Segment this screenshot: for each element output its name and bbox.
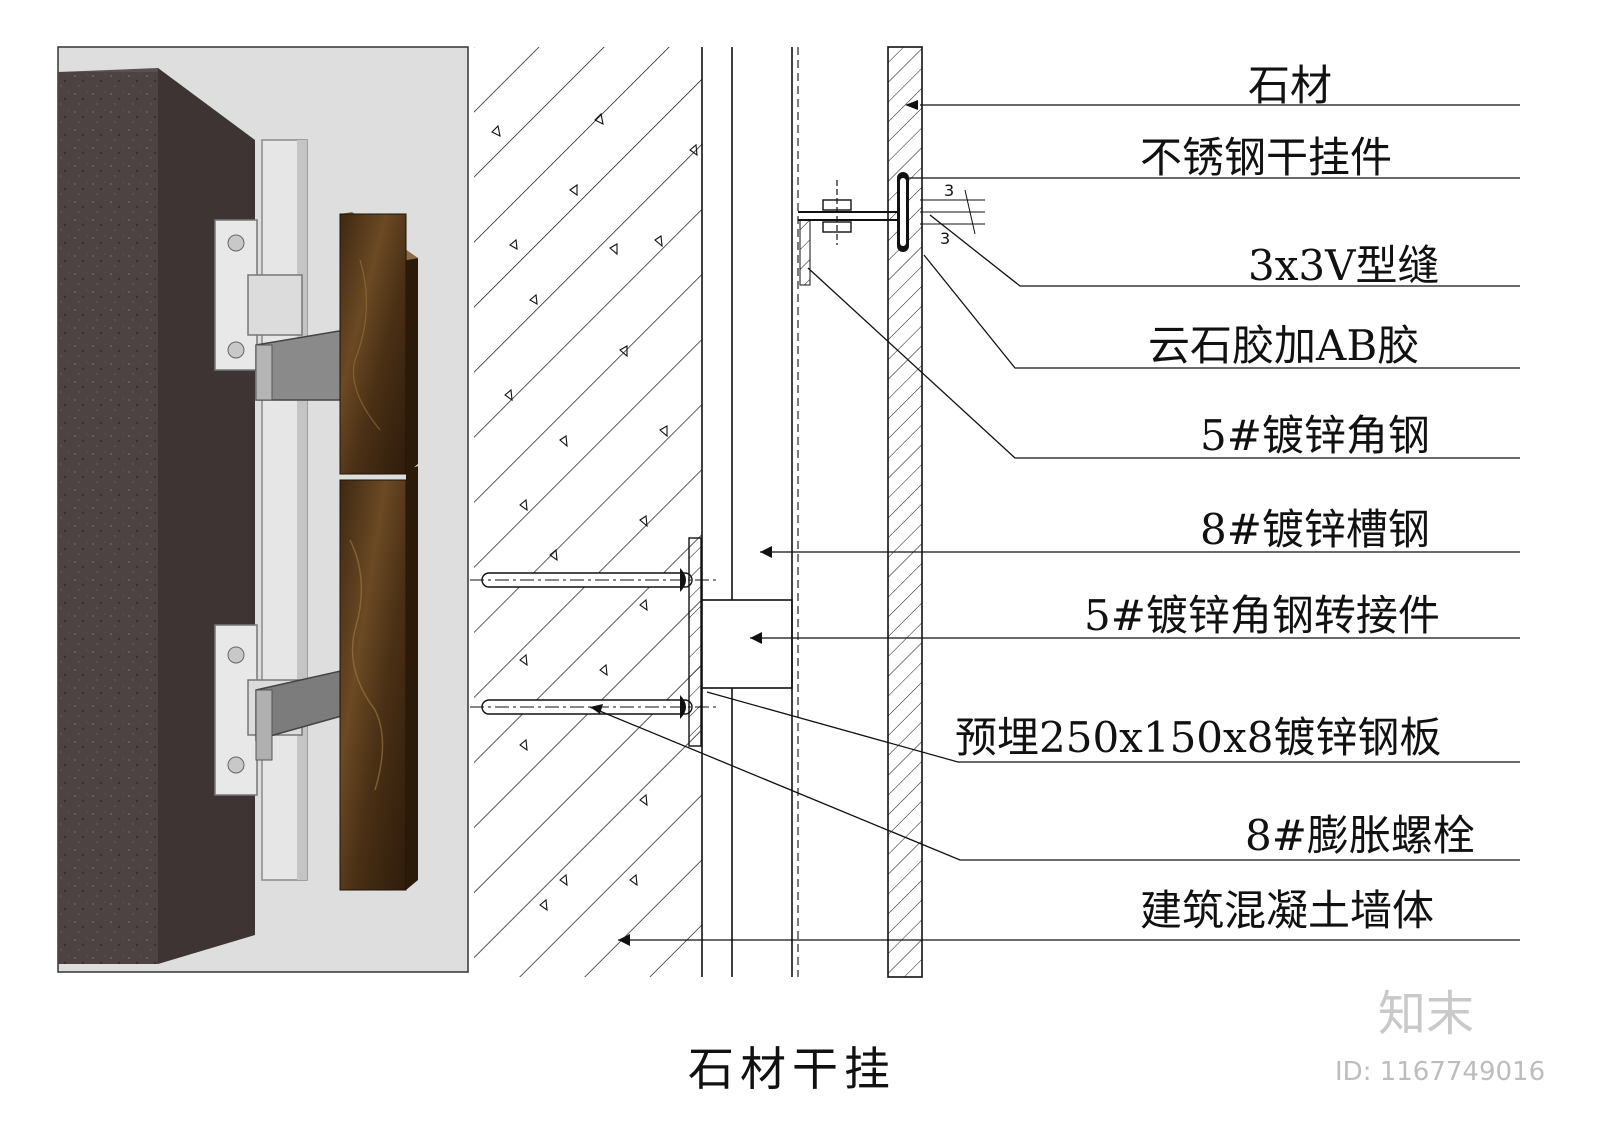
concrete-wall-section (474, 47, 702, 977)
label-expansion-bolt: 8#膨胀螺栓 (1245, 811, 1475, 860)
diagram-title: 石材干挂 (688, 1042, 896, 1096)
label-stone: 石材 (1248, 61, 1332, 110)
angle-adapter-section (701, 599, 793, 689)
dimension-mark-1: 3 (944, 181, 954, 200)
stainless-hanger-section (798, 172, 909, 286)
label-angle-adapter: 5#镀锌角钢转接件 (1084, 591, 1440, 640)
embedded-steel-plate (688, 537, 702, 747)
label-stone-glue: 云石胶加AB胶 (1148, 321, 1419, 370)
leader-lines (589, 104, 1520, 941)
label-v-groove: 3x3V型缝 (1248, 241, 1439, 290)
concrete-wall-front (58, 72, 158, 964)
leader-arrows (590, 100, 918, 946)
stone-panel-lower (339, 479, 407, 891)
label-stainless-hanger: 不锈钢干挂件 (1140, 133, 1392, 182)
section-drawing: 3 3 石材 不锈钢干挂件 3x3V型缝 云石胶加AB胶 5#镀 (470, 46, 1520, 978)
label-embedded-plate: 预埋250x150x8镀锌钢板 (955, 713, 1441, 762)
angle-adapter-upper (247, 274, 303, 336)
image-id: ID: 1167749016 (1335, 1057, 1545, 1087)
dimension-mark-2: 3 (940, 229, 950, 248)
stone-panel-upper (339, 213, 407, 475)
v-groove-dimension: 3 3 (920, 181, 985, 248)
label-concrete-wall: 建筑混凝土墙体 (1140, 886, 1434, 935)
label-channel-steel: 8#镀锌槽钢 (1200, 505, 1430, 554)
expansion-bolt-upper (470, 568, 720, 592)
brand-logo: 知末 (1378, 986, 1474, 1042)
label-angle-steel: 5#镀锌角钢 (1200, 411, 1430, 460)
3d-illustration (57, 46, 469, 973)
concrete-wall-side (158, 68, 255, 964)
